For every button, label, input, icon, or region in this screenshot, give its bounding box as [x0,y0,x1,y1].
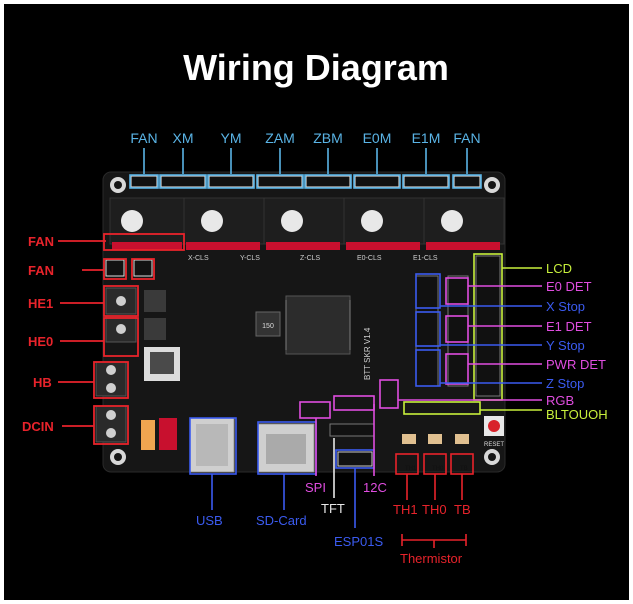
top-label-e0m: E0M [363,130,392,146]
right-label-x-stop: X Stop [546,299,585,314]
top-label-zam: ZAM [265,130,295,146]
bottom-label-sd-card: SD-Card [256,513,307,528]
th0-pad-label: TH0 [432,466,444,472]
left-label-he0: HE0 [28,334,53,349]
top-label-zbm: ZBM [313,130,343,146]
bottom-label-th0: TH0 [422,502,447,517]
driver-label: E0-CLS [357,255,382,262]
right-label-bltouoh: BLTOUOH [546,407,608,422]
left-label-he1: HE1 [28,296,53,311]
bottom-label-tb: TB [454,502,471,517]
right-label-lcd: LCD [546,261,572,276]
right-label-z-stop: Z Stop [546,376,584,391]
driver-label: E1-CLS [413,255,438,262]
board-model: BTT SKR V1.4 [363,327,372,380]
right-label-pwr-det: PWR DET [546,357,606,372]
bottom-label-esp01s: ESP01S [334,534,383,549]
right-label-e1-det: E1 DET [546,319,592,334]
bottom-label-usb: USB [196,513,223,528]
th1-pad-label: TH1 [405,466,417,472]
driver-label: Z-CLS [300,255,321,262]
page-title: Wiring Diagram [183,47,449,88]
left-label-dcin: DCIN [22,419,54,434]
inductor-label: 150 [262,323,274,330]
bottom-label-th1: TH1 [393,502,418,517]
top-label-xm: XM [173,130,194,146]
left-label-hb: HB [33,375,52,390]
bottom-leaders [189,395,474,548]
driver-label: Y-CLS [240,255,260,262]
right-label-e0-det: E0 DET [546,279,592,294]
right-label-rgb: RGB [546,393,574,408]
top-label-fan-right: FAN [453,130,480,146]
reset-label: RESET [484,442,504,448]
controller-board: X-CLS Y-CLS Z-CLS E0-CLS E1-CLS [95,171,506,473]
right-label-y-stop: Y Stop [546,338,585,353]
left-leaders [58,233,185,445]
top-label-e1m: E1M [412,130,441,146]
tb-pad-label: TB [460,466,468,472]
driver-label: X-CLS [188,255,209,262]
top-label-fan-left: FAN [130,130,157,146]
right-leaders [379,253,542,415]
left-label-fan-2: FAN [28,263,54,278]
bottom-label-thermistor: Thermistor [400,551,463,566]
top-leaders [129,148,482,189]
left-label-fan-1: FAN [28,234,54,249]
bottom-label-spi: SPI [305,480,326,495]
bottom-label-i2c: 12C [363,480,387,495]
bottom-label-tft: TFT [321,501,345,516]
top-label-ym: YM [221,130,242,146]
